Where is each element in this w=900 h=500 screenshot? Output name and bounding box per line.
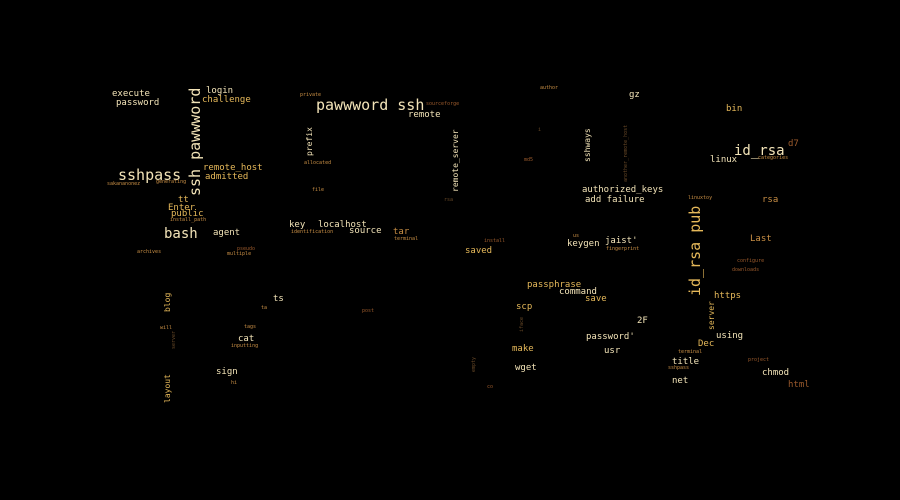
word-11: admitted bbox=[205, 172, 249, 182]
word-8: login bbox=[206, 86, 234, 96]
word-85: sshpass bbox=[668, 365, 690, 371]
word-22: tar bbox=[393, 227, 410, 237]
word-12: tt bbox=[178, 195, 189, 205]
word-61: terminal bbox=[394, 236, 419, 242]
word-83: iface bbox=[519, 316, 525, 332]
word-79: server bbox=[171, 330, 177, 349]
word-24: gz bbox=[629, 90, 640, 100]
word-28: authorized_keys bbox=[582, 185, 664, 195]
word-21: source bbox=[349, 226, 382, 236]
word-41: 2F bbox=[637, 316, 648, 326]
word-68: downloads bbox=[732, 267, 760, 273]
word-49: net bbox=[672, 376, 689, 386]
word-58: sourceforge bbox=[426, 101, 460, 107]
word-25: bin bbox=[726, 104, 743, 114]
word-86: install_path bbox=[170, 217, 207, 223]
word-69: project bbox=[748, 357, 770, 363]
word-76: tags bbox=[244, 324, 257, 330]
word-19: key bbox=[289, 220, 306, 230]
word-46: make bbox=[512, 344, 534, 354]
word-44: using bbox=[716, 331, 744, 341]
word-64: author bbox=[540, 85, 559, 91]
word-45: Dec bbox=[698, 339, 715, 349]
word-67: configure bbox=[737, 258, 765, 264]
word-77: inputting bbox=[231, 343, 259, 349]
word-15: agent bbox=[213, 228, 241, 238]
word-74: pseudo bbox=[237, 246, 256, 252]
word-16: prefix bbox=[305, 127, 314, 156]
word-36: command bbox=[559, 287, 597, 297]
word-26: linux bbox=[710, 155, 738, 165]
word-59: allocated bbox=[304, 160, 332, 166]
word-29: add failure bbox=[585, 195, 645, 205]
word-31: keygen bbox=[567, 239, 600, 249]
word-75: identification bbox=[291, 229, 334, 235]
word-4: id_rsa bbox=[734, 143, 785, 159]
word-54: ts bbox=[273, 294, 284, 304]
word-5: bash bbox=[164, 226, 198, 242]
word-43: usr bbox=[604, 346, 621, 356]
word-73: multiple bbox=[227, 251, 252, 257]
word-6: execute bbox=[112, 89, 150, 99]
word-9: challenge bbox=[202, 95, 251, 105]
word-70: terminal bbox=[678, 349, 703, 355]
word-57: private bbox=[300, 92, 322, 98]
word-38: https bbox=[714, 291, 742, 301]
word-17: remote bbox=[408, 110, 441, 120]
word-27: d7 bbox=[788, 139, 799, 149]
word-0: pawwword ssh bbox=[316, 96, 425, 114]
word-82: empty bbox=[471, 356, 477, 372]
word-53: layout bbox=[163, 374, 172, 403]
word-1: ssh pawwword bbox=[186, 87, 204, 196]
word-39: scp bbox=[516, 302, 533, 312]
word-3: id_rsa pub bbox=[686, 205, 704, 296]
word-40: server bbox=[707, 301, 716, 330]
word-48: title bbox=[672, 357, 700, 367]
word-81: hi bbox=[231, 380, 238, 386]
word-72: archives bbox=[137, 249, 162, 255]
word-91: us bbox=[573, 233, 580, 239]
word-84: linuxtoy bbox=[688, 195, 713, 201]
word-93: rsa bbox=[444, 197, 454, 203]
word-65: another_remote_host bbox=[623, 124, 629, 182]
word-37: save bbox=[585, 294, 607, 304]
word-51: html bbox=[788, 380, 810, 390]
word-18: remote_server bbox=[451, 129, 460, 192]
word-2: sshpass bbox=[118, 166, 182, 184]
word-23: sshways bbox=[583, 128, 592, 162]
word-47: wget bbox=[515, 363, 537, 373]
word-35: passphrase bbox=[527, 280, 582, 290]
word-87: sakananonez bbox=[107, 181, 141, 187]
word-80: post bbox=[362, 308, 375, 314]
word-63: fingerprint bbox=[606, 246, 640, 252]
word-62: install bbox=[484, 238, 506, 244]
word-66: categories bbox=[758, 155, 789, 161]
word-14: public bbox=[171, 209, 204, 219]
word-7: password bbox=[116, 98, 160, 108]
word-92: ta bbox=[261, 305, 268, 311]
word-32: jaist' bbox=[605, 236, 638, 246]
word-10: remote_host bbox=[203, 163, 263, 173]
word-55: cat bbox=[238, 334, 255, 344]
word-52: blog bbox=[163, 292, 172, 312]
word-78: will bbox=[160, 325, 173, 331]
word-50: chmod bbox=[762, 368, 790, 378]
word-88: i bbox=[538, 127, 542, 133]
word-30: rsa bbox=[762, 195, 779, 205]
word-33: saved bbox=[465, 246, 493, 256]
word-20: localhost bbox=[318, 220, 367, 230]
word-90: md5 bbox=[524, 157, 534, 163]
word-71: generating bbox=[156, 179, 187, 185]
word-56: sign bbox=[216, 367, 238, 377]
word-42: password' bbox=[586, 332, 635, 342]
word-34: Last bbox=[750, 234, 772, 244]
word-60: file bbox=[312, 187, 325, 193]
word-89: co bbox=[487, 384, 494, 390]
word-13: Enter bbox=[168, 203, 196, 213]
